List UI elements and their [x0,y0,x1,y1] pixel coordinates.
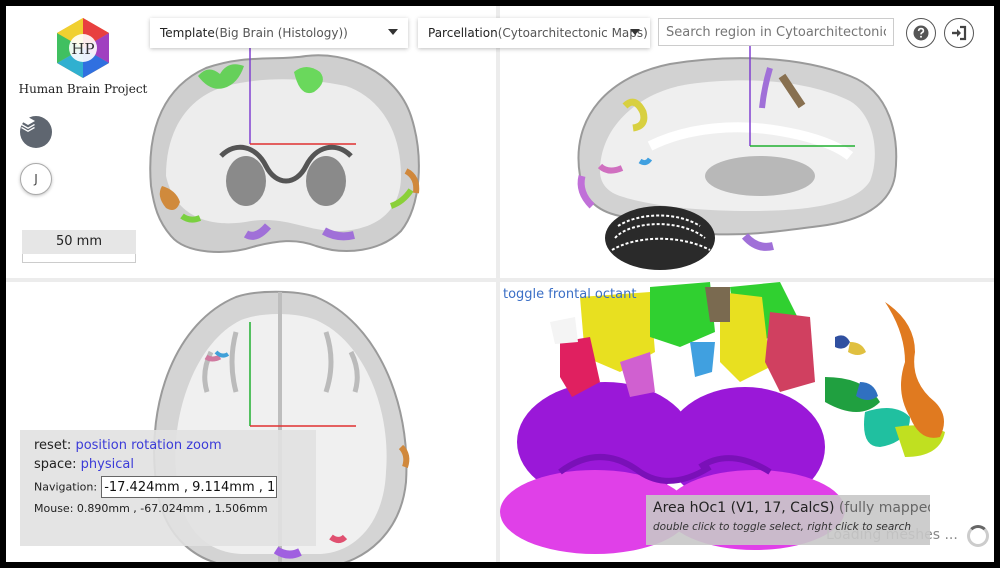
loading-spinner-icon [967,525,989,547]
navigation-row: Navigation: [34,476,316,498]
parcellation-dropdown[interactable]: Parcellation(Cytoarchitectonic Maps) [418,18,650,48]
reset-position-link[interactable]: position [75,438,127,453]
parcellation-value: (Cytoarchitectonic Maps) [497,26,648,40]
region-hint: double click to toggle select, right cli… [653,521,912,533]
sagittal-slice [577,26,898,270]
layers-icon [21,117,35,132]
region-name: Area hOc1 (V1, 17, CalcS) [653,500,835,516]
chevron-down-icon [630,29,640,35]
sagittal-view-panel[interactable] [500,6,994,278]
app-frame: HP Human Brain Project J 50 mm [6,6,994,562]
reset-zoom-link[interactable]: zoom [186,438,222,453]
navigation-coordinate-input[interactable] [101,476,278,498]
parcellation-label: Parcellation [428,26,498,40]
user-avatar-button[interactable]: J [20,163,52,195]
reset-label: reset: [34,438,72,453]
help-circle-icon [913,25,929,41]
scale-bar: 50 mm [22,230,136,266]
region-search-input[interactable] [658,18,894,46]
layers-button[interactable] [20,116,52,148]
space-toggle-link[interactable]: physical [80,457,134,472]
navigation-label: Navigation: [34,480,98,494]
space-label: space: [34,457,77,472]
coronal-slice [149,26,420,253]
chevron-down-icon [388,29,398,35]
logo-text: Human Brain Project [18,82,148,96]
reset-rotation-link[interactable]: rotation [131,438,183,453]
template-dropdown[interactable]: Template(Big Brain (Histology)) [150,18,408,48]
coronal-view-panel[interactable]: HP Human Brain Project J 50 mm [6,6,496,278]
toggle-frontal-octant-link[interactable]: toggle frontal octant [503,287,637,302]
template-label: Template [160,26,215,40]
status-panel: reset: position rotation zoom space: phy… [20,430,316,546]
sign-in-icon [952,25,967,41]
reset-row: reset: position rotation zoom [34,438,316,453]
mouse-coordinates: Mouse: 0.890mm , -67.024mm , 1.506mm [34,502,268,515]
sign-in-button[interactable] [944,18,974,48]
template-value: (Big Brain (Histology)) [214,26,348,40]
region-info-tooltip: Area hOc1 (V1, 17, CalcS) (fully mapped)… [646,495,930,545]
svg-text:HP: HP [71,40,94,58]
hbp-logo: HP Human Brain Project [18,16,148,116]
scale-bar-line [22,254,136,263]
scale-bar-label: 50 mm [22,230,136,254]
hbp-logo-icon: HP [57,18,109,78]
space-row: space: physical [34,457,316,472]
help-button[interactable] [906,18,936,48]
